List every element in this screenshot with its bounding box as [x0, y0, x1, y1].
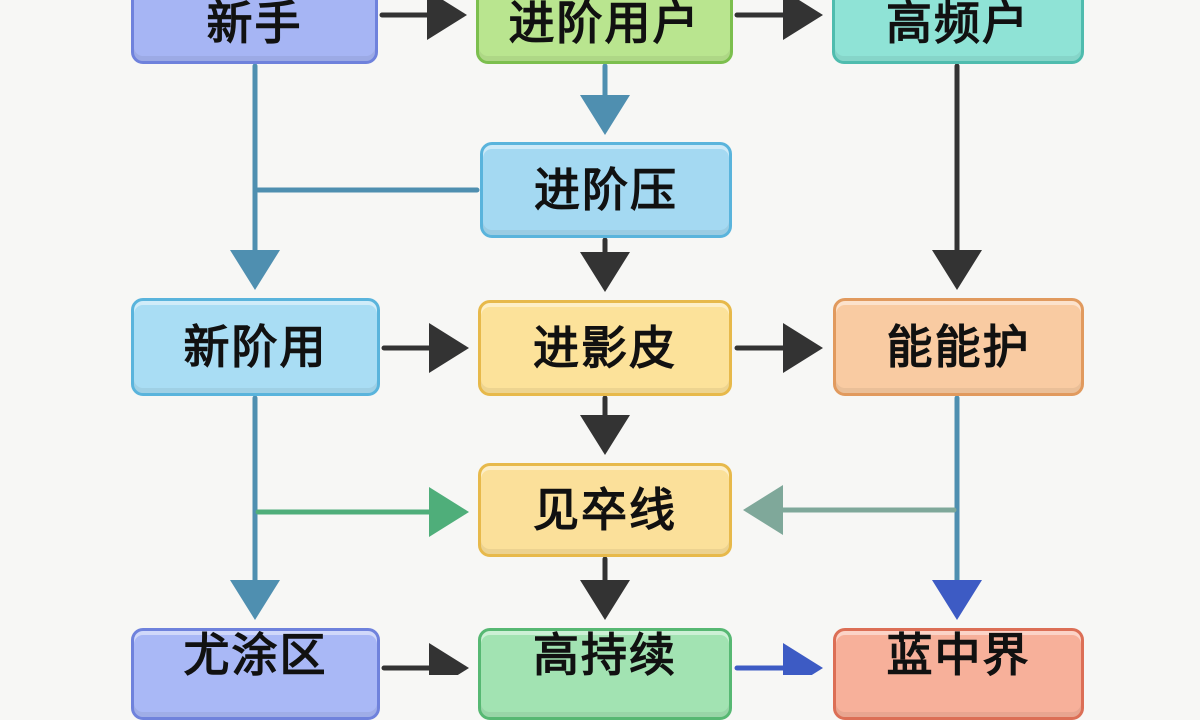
node-xinshou: 新手 [131, 0, 378, 64]
node-jinjie-ya: 进阶压 [480, 142, 732, 238]
node-label: 蓝中界 [886, 628, 1031, 682]
node-wei-tu-qu: 尤涂区 [131, 628, 380, 720]
node-jinjie-user: 进阶用户 [476, 0, 733, 64]
node-label: 高持续 [533, 628, 677, 682]
node-label: 进影皮 [533, 321, 677, 375]
node-jin-ying-pi: 进影皮 [478, 300, 732, 396]
node-label: 能能护 [886, 320, 1031, 374]
node-label: 新阶用 [183, 320, 328, 374]
node-label: 见卒线 [533, 483, 677, 537]
node-neng-neng-hu: 能能护 [833, 298, 1084, 396]
node-label: 尤涂区 [183, 628, 328, 682]
node-jian-zu-xian: 见卒线 [478, 463, 732, 557]
node-yao-zhong-jie: 蓝中界 [833, 628, 1084, 720]
connector-layer [230, 0, 982, 675]
node-label: 新手 [206, 0, 303, 50]
node-gao-chi-xu: 高持续 [478, 628, 732, 720]
node-label: 进阶用户 [508, 0, 701, 50]
node-label: 高频户 [886, 0, 1030, 50]
flow-diagram: 新手 进阶用户 高频户 进阶压 新阶用 进影皮 能能护 见卒线 尤涂区 高持续 … [131, 0, 1084, 720]
node-xin-jie-yong: 新阶用 [131, 298, 380, 396]
node-gaopin-user: 高频户 [832, 0, 1084, 64]
node-label: 进阶压 [534, 163, 678, 217]
